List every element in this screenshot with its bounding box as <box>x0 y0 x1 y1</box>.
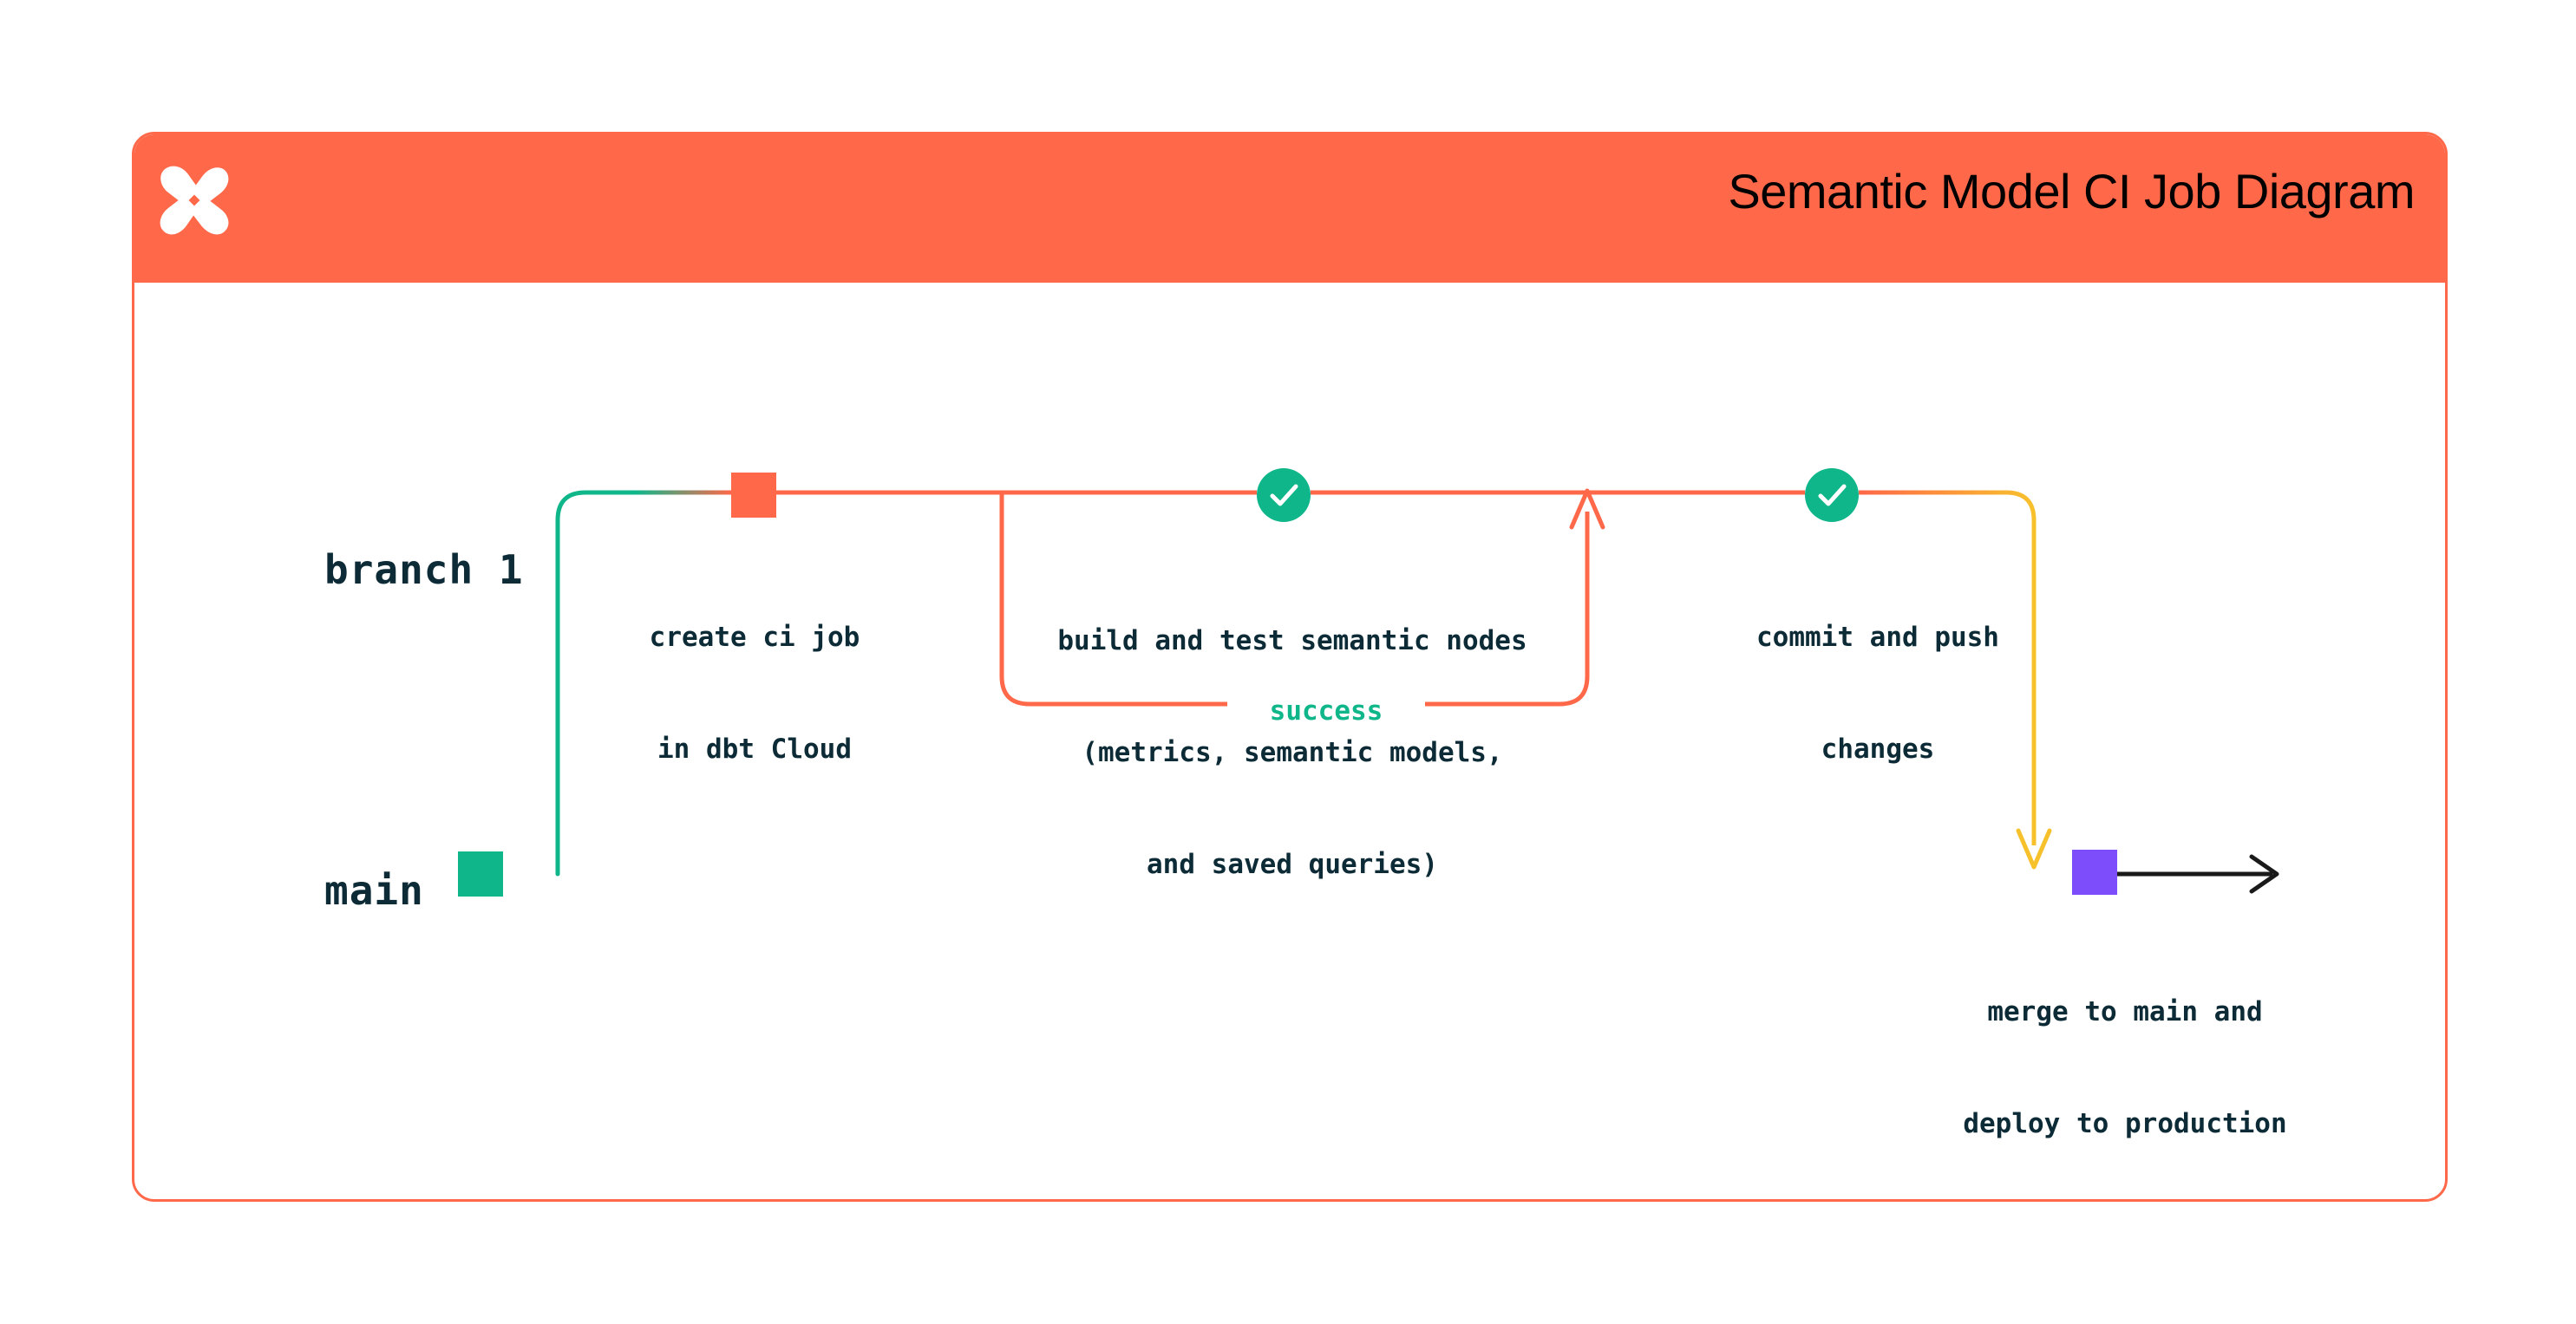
node-build-and-test[interactable] <box>1257 468 1311 522</box>
lane-label-main: main <box>324 867 424 914</box>
annotation-build-and-test: build and test semantic nodes (metrics, … <box>963 548 1622 958</box>
annotation-commit-and-push: commit and push changes <box>1609 545 2147 843</box>
card-title: Semantic Model CI Job Diagram <box>1728 164 2415 218</box>
annotation-line: changes <box>1821 734 1935 765</box>
annotation-line: commit and push <box>1756 622 1999 653</box>
annotation-line: merge to main and <box>1987 996 2263 1027</box>
node-merge-to-main[interactable] <box>2072 850 2117 895</box>
node-create-ci-job[interactable] <box>731 473 776 518</box>
check-icon <box>1818 484 1847 506</box>
annotation-create-ci-job: create ci job in dbt Cloud <box>538 545 971 843</box>
diagram-card <box>132 132 2448 1202</box>
dbt-logo-icon <box>154 160 234 240</box>
edge-label-success: success <box>1227 694 1425 728</box>
node-main-start[interactable] <box>458 851 503 897</box>
card-header <box>134 134 2445 283</box>
node-commit-and-push[interactable] <box>1805 468 1859 522</box>
annotation-line: (metrics, semantic models, <box>1082 737 1503 768</box>
annotation-line: deploy to production <box>1963 1108 2287 1139</box>
annotation-merge-to-main: merge to main and deploy to production <box>1804 919 2446 1217</box>
lane-label-branch-1: branch 1 <box>324 546 524 593</box>
check-icon <box>1270 484 1298 506</box>
annotation-line: build and test semantic nodes <box>1057 625 1527 656</box>
annotation-line: and saved queries) <box>1147 849 1438 880</box>
annotation-line: in dbt Cloud <box>657 734 852 765</box>
annotation-line: create ci job <box>649 622 860 653</box>
